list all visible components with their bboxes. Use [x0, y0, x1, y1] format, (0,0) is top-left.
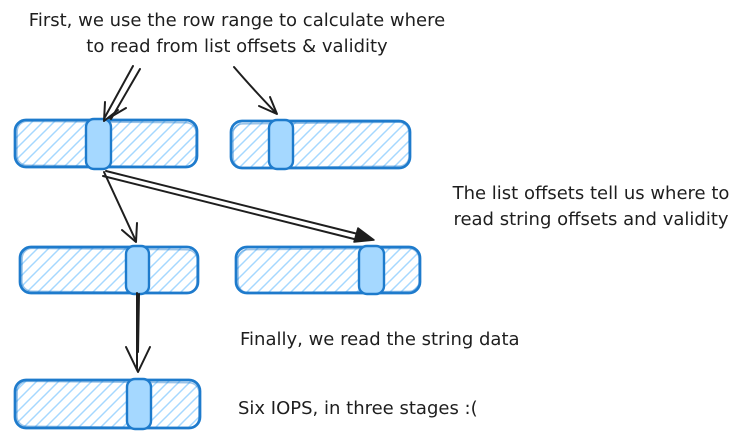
string-data-buffer: [13, 377, 202, 431]
arrow-list-offsets-to-string-offsets: [103, 171, 138, 243]
string-offsets-highlight-segment: [124, 244, 151, 296]
string-validity-buffer: [234, 244, 422, 296]
annotation-step2-line2: read string offsets and validity: [453, 209, 729, 230]
arrow-string-offsets-to-string-data: [125, 292, 151, 373]
arrow-step1-to-list-validity: [233, 66, 278, 115]
list-validity-highlight-segment: [267, 118, 295, 171]
annotation-step1: First, we use the row range to calculate…: [29, 8, 445, 60]
string-offsets-buffer: [18, 244, 200, 296]
string-data-highlight-segment: [125, 377, 153, 431]
annotation-step2-line1: The list offsets tell us where to: [452, 183, 730, 204]
annotation-step1-line2: to read from list offsets & validity: [86, 36, 388, 57]
list-validity-buffer: [229, 118, 412, 171]
annotation-summary: Six IOPS, in three stages :(: [238, 398, 478, 419]
annotation-step3: Finally, we read the string data: [240, 329, 520, 350]
list-offsets-buffer: [13, 117, 199, 171]
annotation-step2: The list offsets tell us where to read s…: [453, 181, 730, 233]
arrow-step1-to-list-offsets: [103, 65, 141, 122]
list-offsets-highlight-segment: [84, 117, 113, 171]
string-validity-highlight-segment: [357, 244, 386, 296]
annotation-step1-line1: First, we use the row range to calculate…: [28, 10, 446, 31]
arrow-list-offsets-to-string-validity: [102, 170, 375, 243]
